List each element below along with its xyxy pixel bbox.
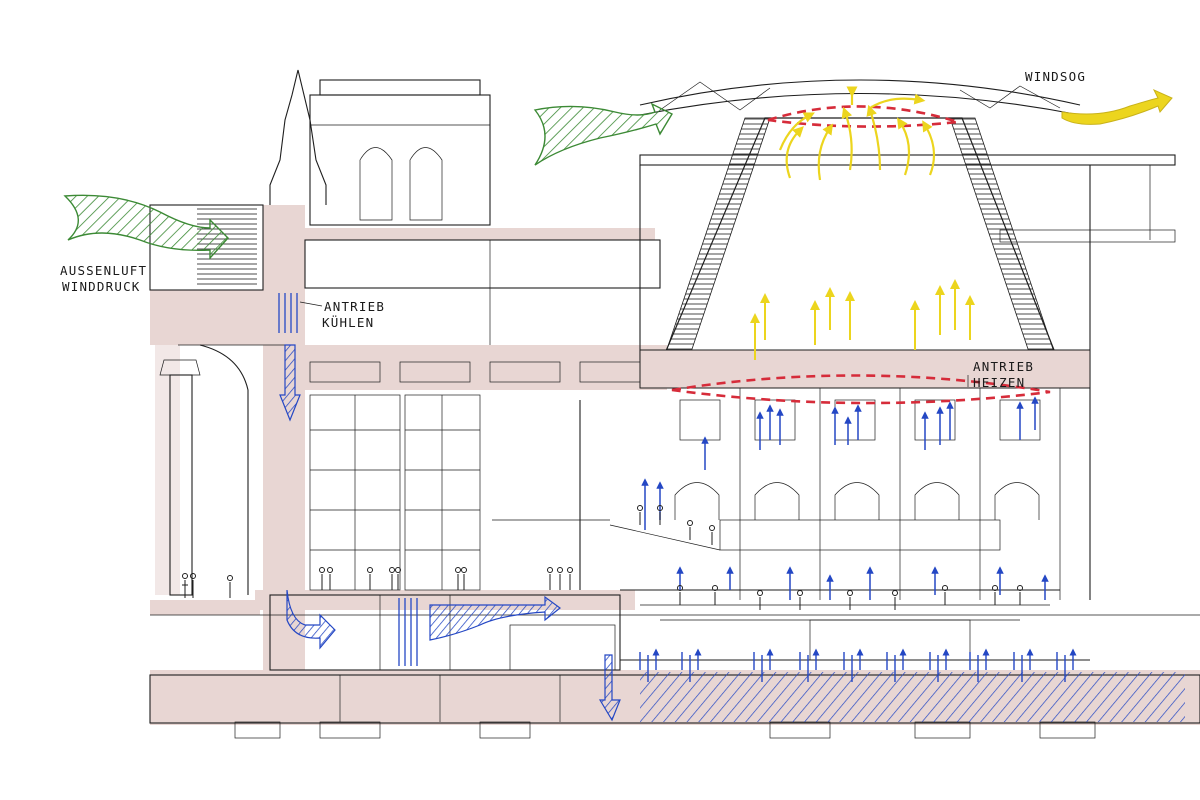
label-wind-suction: WINDSOG bbox=[1025, 69, 1086, 84]
cool-air-reservoir bbox=[640, 672, 1185, 722]
structure-wash bbox=[150, 205, 1200, 725]
cool-air-arrow-icon bbox=[641, 396, 1049, 600]
cooling-leader-line bbox=[299, 301, 323, 307]
wind-arrow-icon bbox=[533, 102, 673, 166]
central-block bbox=[304, 239, 661, 591]
label-drive-cooling-1: ANTRIEB bbox=[324, 299, 385, 314]
label-drive-heating-1: ANTRIEB bbox=[973, 359, 1034, 374]
heating-outline-bottom bbox=[671, 374, 1051, 405]
warm-air-arrow-icon bbox=[778, 86, 936, 181]
label-drive-cooling-2: KÜHLEN bbox=[322, 314, 374, 330]
people-figures bbox=[182, 505, 1023, 610]
label-drive-heating-2: HEIZEN bbox=[973, 375, 1025, 390]
wind-arrow-icon bbox=[63, 194, 229, 260]
warm-air-arrow-icon bbox=[750, 279, 975, 360]
wind-suction-arrow-icon bbox=[1061, 88, 1173, 125]
plenary-hall bbox=[609, 388, 1090, 661]
left-tower bbox=[149, 69, 491, 596]
dome-structure bbox=[639, 79, 1176, 600]
cool-air-arrow-icon bbox=[639, 652, 1073, 682]
annotation-labels: AUSSENLUFT WINDDRUCK ANTRIEB KÜHLEN ANTR… bbox=[60, 69, 1086, 390]
label-wind-pressure: WINDDRUCK bbox=[62, 279, 141, 294]
label-outside-air: AUSSENLUFT bbox=[60, 263, 147, 278]
cool-air-arrow-icon bbox=[278, 293, 621, 722]
